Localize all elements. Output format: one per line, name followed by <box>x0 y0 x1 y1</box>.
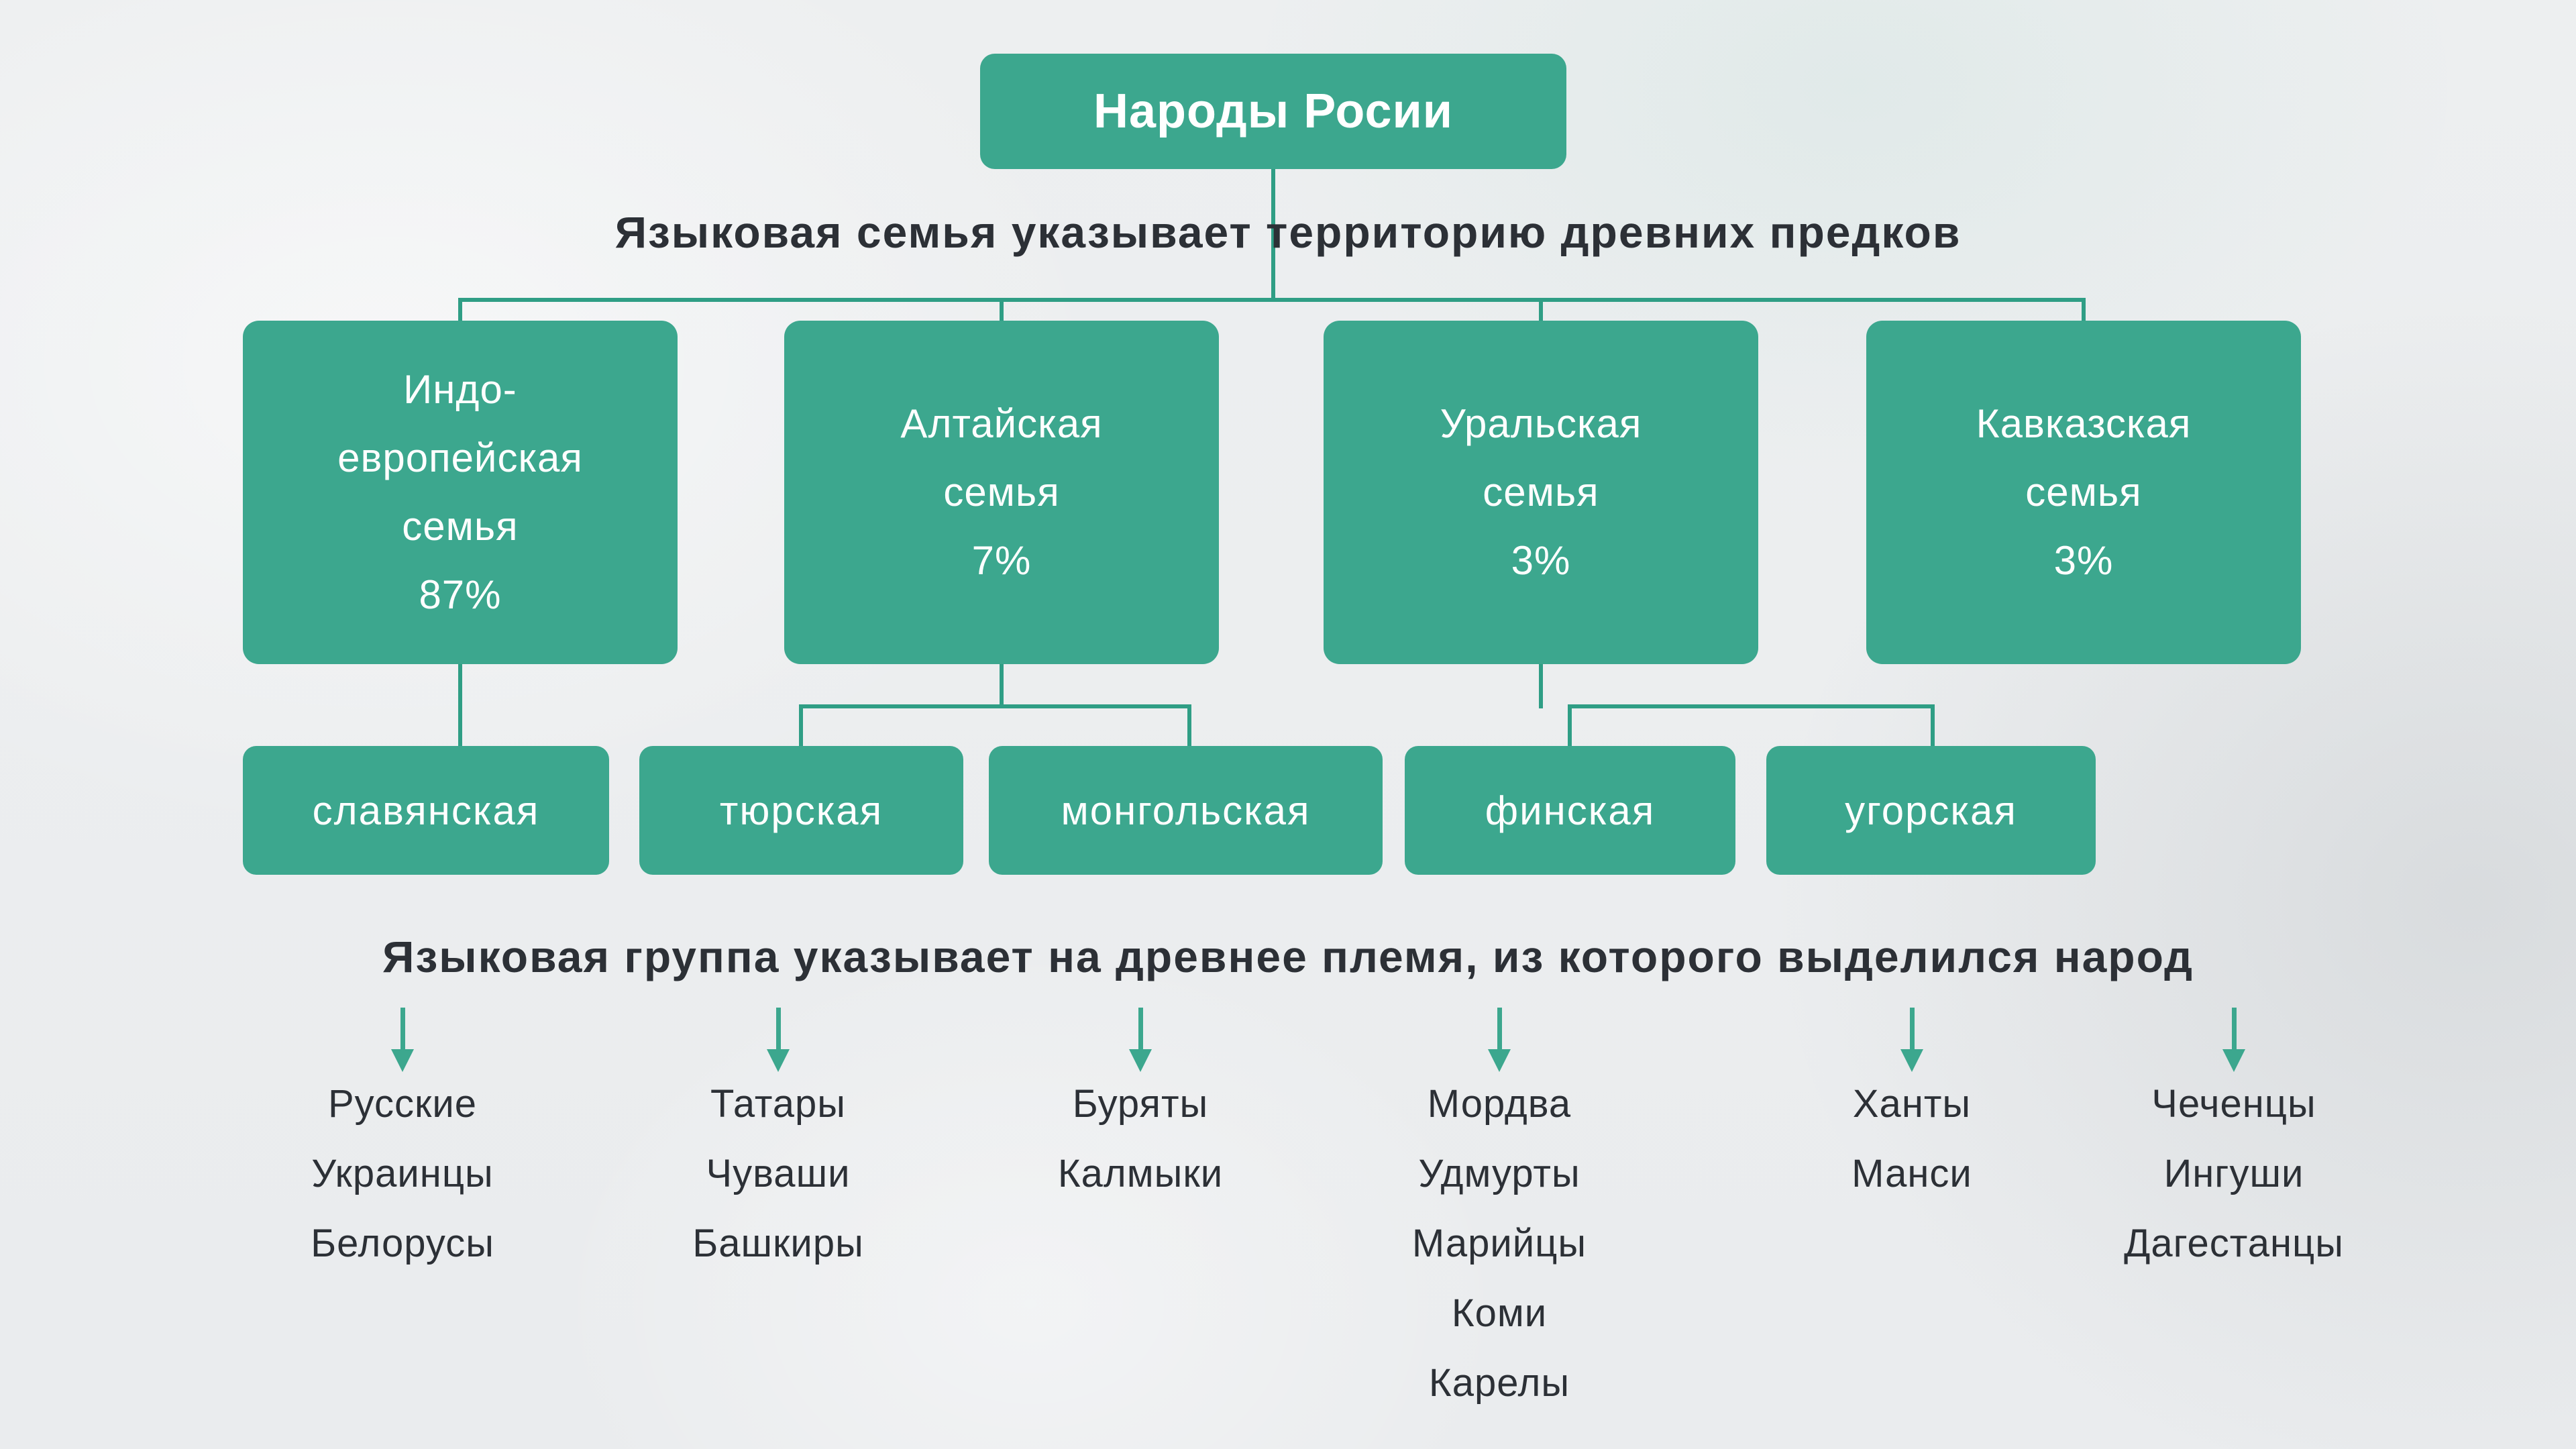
connector-stub-indo <box>458 298 462 325</box>
down-arrow-icon <box>1900 1008 1923 1072</box>
peoples-list-ugric: Ханты Манси <box>1851 1069 1972 1209</box>
peoples-list-finnic: Мордва Удмурты Марийцы Коми Карелы <box>1412 1069 1587 1418</box>
list-item: Марийцы <box>1411 1222 1587 1265</box>
connector-altai-branch <box>799 704 1191 708</box>
group-node-turkic: тюрская <box>639 746 963 875</box>
group-label: угорская <box>1845 788 2017 833</box>
group-label: монгольская <box>1061 788 1311 833</box>
list-item: Ингуши <box>2163 1152 2304 1195</box>
connector-stub-caucasus <box>2082 298 2086 325</box>
connector-stub-turkic <box>799 704 803 749</box>
connector-stub-ugric <box>1931 704 1935 749</box>
family-label: Кавказская семья 3% <box>1976 401 2192 583</box>
connector-families-hline <box>458 298 2086 302</box>
subtitle-language-family: Языковая семья указывает территорию древ… <box>614 207 1962 257</box>
subtitle-language-group: Языковая группа указывает на древнее пле… <box>382 932 2194 981</box>
group-node-slavic: славянская <box>243 746 609 875</box>
connector-title-vline <box>1271 168 1275 302</box>
list-item: Русские <box>327 1082 478 1126</box>
down-arrow-icon <box>767 1008 790 1072</box>
connector-stub-ural <box>1539 298 1543 325</box>
list-item: Белорусы <box>311 1222 494 1265</box>
connector-stub-mongolic <box>1187 704 1191 749</box>
peoples-list-mongolic: Буряты Калмыки <box>1058 1069 1223 1209</box>
family-node-caucasian: Кавказская семья 3% <box>1866 321 2301 664</box>
list-item: Дагестанцы <box>2124 1222 2344 1265</box>
list-item: Татары <box>710 1082 846 1126</box>
list-item: Мордва <box>1427 1082 1572 1126</box>
connector-ural-branch <box>1568 704 1935 708</box>
family-node-uralic: Уральская семья 3% <box>1324 321 1758 664</box>
peoples-list-caucasian: Чеченцы Ингуши Дагестанцы <box>2124 1069 2344 1279</box>
down-arrow-icon <box>1488 1008 1511 1072</box>
group-node-finnic: финская <box>1405 746 1735 875</box>
list-item: Чеченцы <box>2151 1082 2316 1126</box>
group-label: славянская <box>312 788 540 833</box>
list-item: Башкиры <box>692 1222 864 1265</box>
down-arrow-icon <box>391 1008 414 1072</box>
family-node-indo-european: Индо- европейская семья 87% <box>243 321 678 664</box>
group-label: тюрская <box>719 788 883 833</box>
down-arrow-icon <box>2222 1008 2245 1072</box>
list-item: Манси <box>1851 1152 1972 1195</box>
family-label: Алтайская семья 7% <box>900 401 1103 583</box>
family-label: Уральская семья 3% <box>1440 401 1642 583</box>
peoples-list-slavic: Русские Украинцы Белорусы <box>311 1069 494 1279</box>
list-item: Украинцы <box>311 1152 494 1195</box>
connector-stub-altai <box>1000 298 1004 325</box>
peoples-list-turkic: Татары Чуваши Башкиры <box>692 1069 864 1279</box>
connector-stub-finnic <box>1568 704 1572 749</box>
list-item: Карелы <box>1428 1361 1570 1405</box>
group-node-mongolic: монгольская <box>989 746 1383 875</box>
connector-altai-vline <box>1000 663 1004 708</box>
list-item: Ханты <box>1852 1082 1972 1126</box>
down-arrow-icon <box>1129 1008 1152 1072</box>
group-label: финская <box>1485 788 1656 833</box>
list-item: Буряты <box>1072 1082 1209 1126</box>
title-node: Народы Росии <box>980 54 1566 169</box>
list-item: Удмурты <box>1418 1152 1580 1195</box>
list-item: Чуваши <box>706 1152 851 1195</box>
page-title: Народы Росии <box>1093 85 1454 138</box>
family-node-altaic: Алтайская семья 7% <box>784 321 1219 664</box>
family-label: Индо- европейская семья 87% <box>337 367 583 617</box>
list-item: Коми <box>1451 1291 1548 1335</box>
group-node-ugric: угорская <box>1766 746 2096 875</box>
list-item: Калмыки <box>1057 1152 1224 1195</box>
connector-ural-vline <box>1539 663 1543 708</box>
connector-indo-slavic <box>458 663 462 749</box>
